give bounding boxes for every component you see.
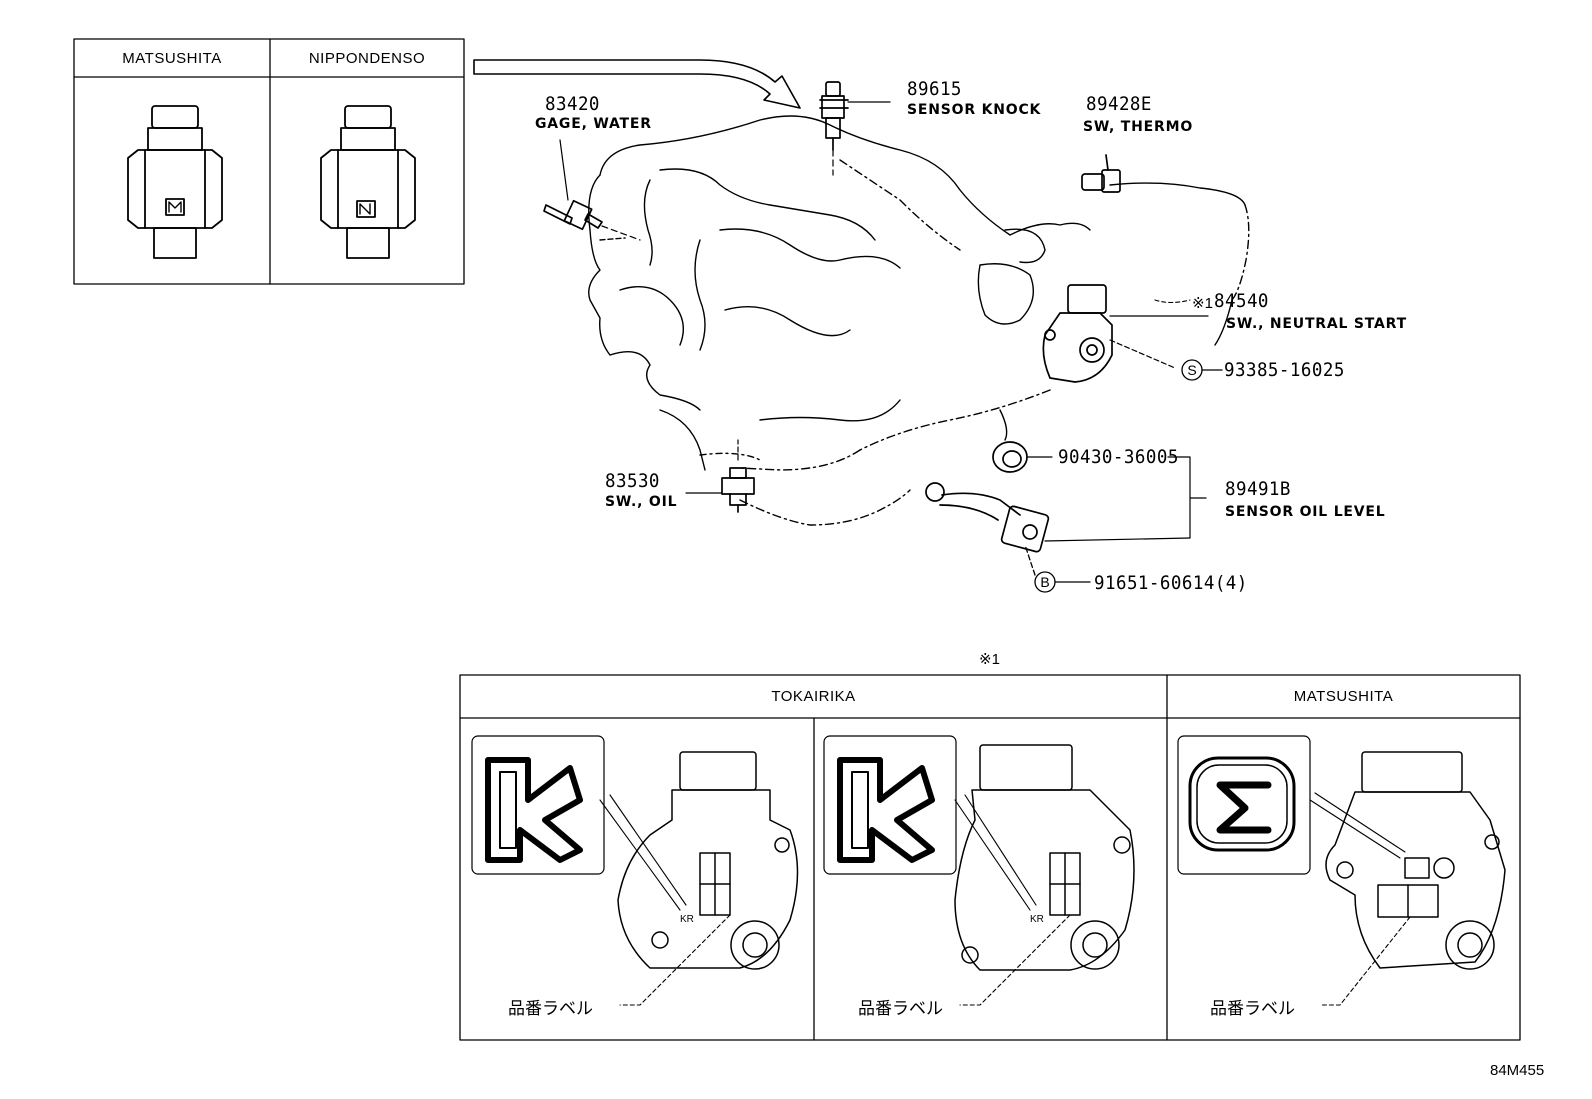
part-number-label-caption-1: 品番ラベル: [508, 999, 593, 1019]
oil-level-bracket: [1167, 456, 1207, 539]
bottom-inset-reference-mark: ※1: [979, 651, 1000, 668]
sensor-oil-level-illustration: [925, 482, 1191, 553]
svg-text:B: B: [1040, 574, 1049, 590]
part-name-sensor-knock: SENSOR KNOCK: [907, 102, 1042, 118]
part-name-sw-oil: SW., OIL: [605, 494, 678, 510]
part-number-bolt: 91651-60614(4): [1094, 572, 1248, 594]
part-number-screw: 93385-16025: [1224, 359, 1345, 381]
part-name-gage-water: GAGE, WATER: [535, 116, 652, 132]
matsushita-switch-illustration: [1309, 751, 1506, 1006]
svg-text:S: S: [1187, 362, 1196, 378]
bottom-header-matsushita: MATSUSHITA: [1293, 688, 1394, 705]
part-number-neutral-start: 84540: [1214, 290, 1269, 312]
part-name-neutral-start: SW., NEUTRAL START: [1226, 316, 1407, 332]
part-number-label-caption-3: 品番ラベル: [1210, 999, 1295, 1019]
inset-header-nippondenso: NIPPONDENSO: [308, 50, 426, 67]
matsushita-logo-panel: [1177, 735, 1311, 875]
diagram-code: 84M455: [1490, 1062, 1545, 1079]
part-number-gasket: 90430-36005: [1058, 446, 1179, 468]
bottom-header-tokairika: TOKAIRIKA: [771, 688, 856, 705]
sensor-knock-illustration: [819, 81, 891, 176]
pointer-arrow: [473, 59, 801, 109]
part-name-sw-thermo: SW, THERMO: [1083, 119, 1194, 135]
part-number-label-caption-2: 品番ラベル: [858, 999, 943, 1019]
svg-text:KR: KR: [1030, 914, 1044, 925]
bottom-inset-box: [459, 674, 1521, 1041]
neutral-start-switch-illustration: [1042, 284, 1209, 383]
screw-symbol: S: [1181, 359, 1223, 381]
sw-thermo-illustration: [1081, 154, 1121, 193]
bolt-symbol: B: [1024, 544, 1091, 593]
svg-text:KR: KR: [680, 914, 694, 925]
matsushita-sender-illustration: [127, 105, 223, 259]
part-number-sensor-knock: 89615: [907, 78, 962, 100]
gasket-illustration: [992, 441, 1053, 473]
part-number-sw-thermo: 89428E: [1086, 93, 1152, 115]
nippondenso-sender-illustration: [320, 105, 416, 259]
inset-header-matsushita: MATSUSHITA: [122, 50, 222, 67]
gage-water-illustration: [543, 139, 641, 241]
part-number-sensor-oil-level: 89491B: [1225, 478, 1291, 500]
tokairika-switch-illustration-1: KR: [599, 751, 799, 1006]
tokairika-logo-panel-1: [471, 735, 605, 875]
part-number-sw-oil: 83530: [605, 470, 660, 492]
neutral-start-reference-mark: ※1: [1192, 295, 1213, 312]
engine-outline: [588, 115, 1250, 526]
tokairika-switch-illustration-2: KR: [954, 744, 1135, 1006]
sw-oil-illustration: [685, 439, 755, 513]
tokairika-logo-panel-2: [823, 735, 957, 875]
top-inset-box: [73, 38, 465, 285]
part-number-gage-water: 83420: [545, 93, 600, 115]
part-name-sensor-oil-level: SENSOR OIL LEVEL: [1225, 504, 1386, 520]
